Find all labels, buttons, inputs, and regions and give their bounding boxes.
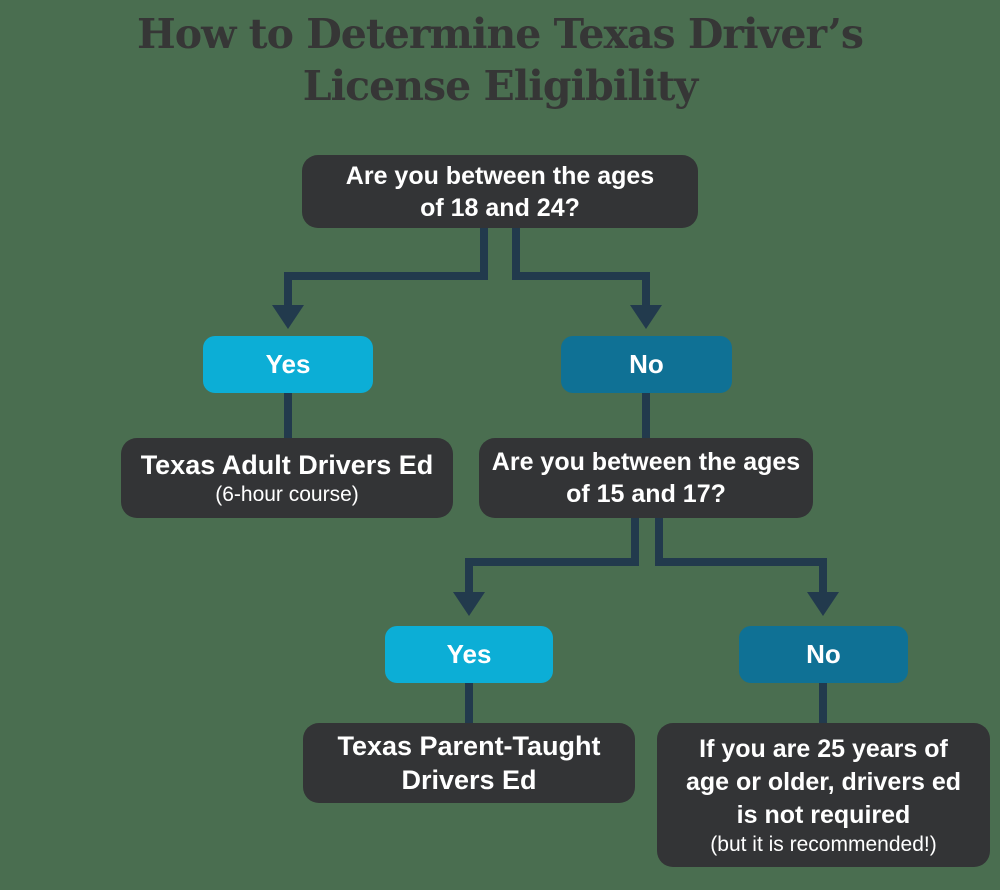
- over25-line-1: If you are 25 years of: [699, 734, 948, 763]
- connector-q1-yes-horizontal: [284, 272, 488, 280]
- page-title-line-1: How to Determine Texas Driver’s: [137, 10, 864, 58]
- node-yes-branch-1: Yes: [203, 336, 373, 393]
- parent-taught-line-1: Texas Parent-Taught: [337, 731, 601, 761]
- arrow-down-icon: [453, 592, 485, 616]
- connector-q1-no-drop: [642, 272, 650, 308]
- connector-no2-over25: [819, 681, 827, 725]
- parent-taught-line-2: Drivers Ed: [401, 765, 537, 795]
- question-text-line-1: Are you between the ages: [345, 161, 655, 190]
- node-question-ages-18-24: Are you between the ages of 18 and 24?: [302, 155, 698, 228]
- over25-note: (but it is recommended!): [710, 832, 937, 856]
- node-texas-parent-taught-drivers-ed: Texas Parent-Taught Drivers Ed: [303, 723, 635, 803]
- connector-q1-no-horizontal: [512, 272, 649, 280]
- node-title-text: Texas Parent-Taught Drivers Ed: [337, 729, 600, 797]
- node-over-25-not-required: If you are 25 years of age or older, dri…: [657, 723, 990, 867]
- connector-q1-yes-drop: [284, 272, 292, 308]
- node-texas-adult-drivers-ed: Texas Adult Drivers Ed (6-hour course): [121, 438, 453, 518]
- no-label: No: [629, 349, 664, 379]
- connector-q2-yes-horizontal: [465, 558, 639, 566]
- node-yes-branch-2: Yes: [385, 626, 553, 683]
- connector-no1-q2: [642, 390, 650, 438]
- over25-line-3: is not required: [736, 800, 911, 829]
- page-title: How to Determine Texas Driver’s License …: [0, 8, 1000, 112]
- over25-line-2: age or older, drivers ed: [685, 767, 962, 796]
- question-text: Are you between the ages of 15 and 17?: [492, 446, 800, 510]
- arrow-down-icon: [807, 592, 839, 616]
- connector-yes2-parent: [465, 681, 473, 725]
- question-text: Are you between the ages of 18 and 24?: [346, 160, 654, 224]
- node-no-branch-2: No: [739, 626, 908, 683]
- no-label: No: [806, 639, 841, 669]
- connector-q2-yes-drop: [465, 558, 473, 594]
- connector-yes1-adult: [284, 390, 292, 438]
- connector-q2-right-stub: [655, 516, 663, 566]
- over25-main-text: If you are 25 years of age or older, dri…: [686, 733, 961, 832]
- page-title-line-2: License Eligibility: [302, 62, 699, 110]
- connector-q1-right-stub: [512, 226, 520, 280]
- question-text-line-2: of 15 and 17?: [566, 480, 726, 508]
- arrow-down-icon: [630, 305, 662, 329]
- yes-label: Yes: [265, 349, 311, 379]
- connector-q2-no-drop: [819, 558, 827, 594]
- adult-ed-title: Texas Adult Drivers Ed: [140, 450, 434, 480]
- node-question-ages-15-17: Are you between the ages of 15 and 17?: [479, 438, 813, 518]
- node-no-branch-1: No: [561, 336, 732, 393]
- adult-ed-subtitle: (6-hour course): [215, 483, 359, 506]
- connector-q2-left-stub: [631, 516, 639, 566]
- node-title-text: Texas Adult Drivers Ed: [141, 448, 434, 482]
- question-text-line-2: of 18 and 24?: [420, 193, 580, 222]
- question-text-line-1: Are you between the ages: [491, 448, 801, 476]
- arrow-down-icon: [272, 305, 304, 329]
- connector-q1-left-stub: [480, 226, 488, 280]
- connector-q2-no-horizontal: [655, 558, 827, 566]
- yes-label: Yes: [446, 639, 492, 669]
